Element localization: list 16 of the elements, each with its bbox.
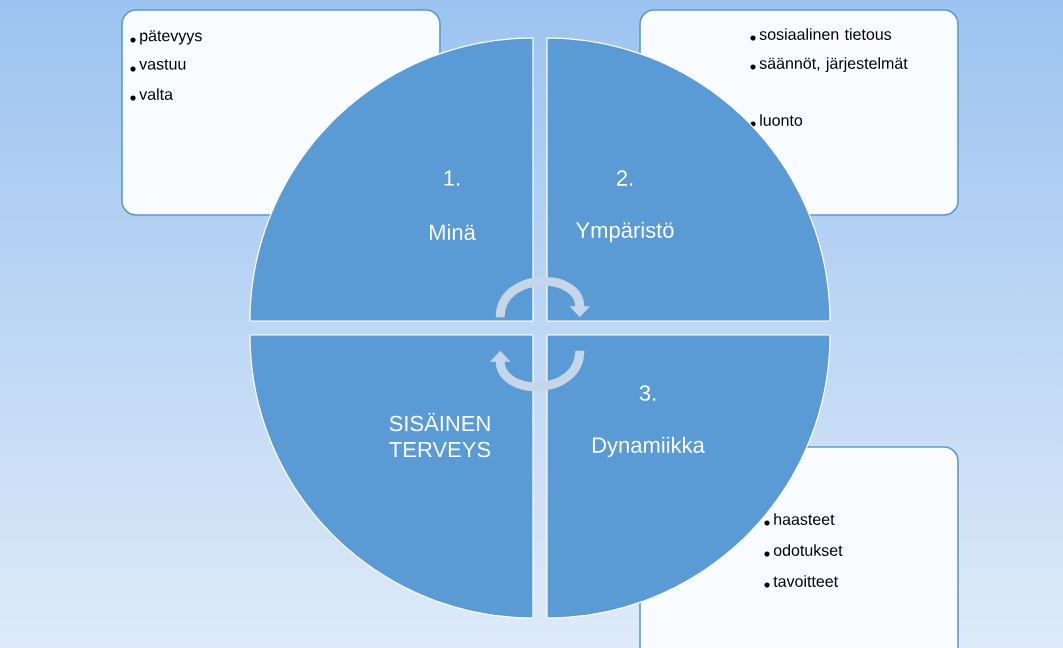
- bullet-item: odotukset: [773, 544, 843, 556]
- quadrant-label: Minä: [429, 223, 476, 241]
- quadrant-label: 2.: [616, 170, 633, 186]
- bullet-item: sosiaalinen tietous: [759, 28, 892, 40]
- bullet-item: säännöt, järjestelmät: [759, 57, 908, 73]
- quadrant-label: 1.: [444, 170, 460, 186]
- quadrant-label: SISÄINEN TERVEYS: [389, 412, 491, 458]
- bullet-item: valta: [139, 88, 173, 100]
- bullet-item: luonto: [760, 114, 803, 126]
- bullet-item: haasteet: [774, 513, 835, 525]
- bullet-item: pätevyys: [140, 30, 202, 45]
- quadrant-label: Ympäristö: [576, 221, 674, 243]
- quadrant-label: 3.: [639, 385, 656, 401]
- bullet-item: vastuu: [139, 59, 186, 70]
- bullet-item: tavoitteet: [773, 575, 838, 587]
- quadrant-label: Dynamiikka: [592, 436, 705, 458]
